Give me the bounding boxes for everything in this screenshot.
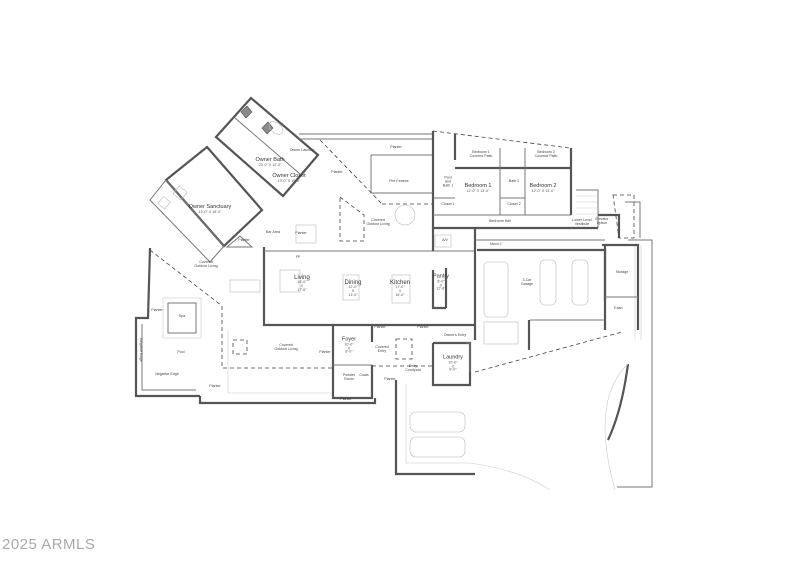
room-bar-area: Bar Area [266, 230, 280, 235]
room-covered-outdoor-living-west: Covered Outdoor Living [194, 260, 218, 268]
room-kitchen: Kitchen 17'-0" X 16'-0" [389, 280, 411, 298]
room-garage: 3-Car Garage [521, 278, 533, 286]
label-negative-edge-west: Negative Edge [138, 338, 143, 362]
room-entry-courtyard: Entry Courtyard [405, 364, 421, 372]
room-owners-entry: Owner's Entry [443, 333, 467, 338]
label-planter: Planter [374, 325, 386, 330]
room-powder-room: Powder Room [342, 373, 356, 381]
room-covered-entry: Covered Entry [375, 345, 389, 353]
label-planter: Planter [151, 308, 163, 313]
label-negative-edge-south: Negative Edge [155, 372, 179, 377]
room-trash: Trash [613, 306, 623, 311]
room-coats: Coats [359, 373, 369, 378]
room-owner-laundry: Owner Laundry [289, 148, 315, 153]
room-bedroom-hall: Bedroom Hall [489, 219, 511, 224]
label-planter: Planter [331, 170, 343, 175]
room-av: A/V [442, 238, 448, 243]
room-storage: Storage [615, 270, 629, 275]
label-planter: Planter [384, 377, 396, 382]
room-bedroom-1: Bedroom 1 12'-0" X 13'-0" [464, 183, 492, 193]
owner-wing [149, 96, 320, 263]
furniture [229, 204, 452, 304]
label-planter: Planter [417, 325, 429, 330]
room-pool-bath-1: Pool and Bath 1 [442, 175, 454, 187]
label-planter: Planter [319, 350, 331, 355]
label-planter: Planter [209, 384, 221, 389]
room-bedroom-2: Bedroom 2 12'-0" X 13'-0" [529, 183, 557, 193]
room-laundry: Laundry 10'-0" X 8'-0" [443, 354, 463, 372]
label-planter: Planter [340, 397, 352, 402]
room-living: Living 16'-0" X 17'-6" [294, 275, 310, 293]
room-foyer: Foyer 10'-0" X 8'-0" [341, 336, 357, 354]
room-bedroom-2-patio: Bedroom 2 Covered Patio [534, 150, 558, 158]
room-owner-closet: Owner Closet 13'-0" X 15'-0" [272, 173, 306, 183]
room-closet-1: Closet 1 [441, 202, 455, 207]
room-pantry: Pantry 8'-0" X 12'-8" [433, 273, 449, 291]
copyright-watermark: 2025 ARMLS [2, 536, 96, 553]
room-bedroom-1-patio: Bedroom 1 Covered Patio [469, 150, 493, 158]
room-bath-2: Bath 2 [508, 179, 520, 184]
room-fire-feature: Fire Feature [389, 179, 409, 184]
label-planter: Planter [295, 231, 307, 236]
room-closet-2: Closet 2 [507, 202, 521, 207]
room-owner-sanctuary: Owner Sanctuary 15'-0" X 16'-0" [188, 204, 232, 214]
room-lower-level-vestibule: Lower Level Vestibule [572, 218, 592, 226]
room-spa: Spa [178, 314, 186, 319]
label-fireplace: FP [295, 255, 301, 260]
label-planter: Planter [238, 238, 250, 243]
room-elevator-option: Elevator Option [595, 217, 609, 225]
room-owner-bath: Owner Bath 23'-0" X 12'-0" [255, 157, 285, 167]
main-walls [134, 130, 653, 491]
room-covered-outdoor-living-south: Covered Outdoor Living [274, 343, 298, 351]
room-pool: Pool [177, 350, 185, 355]
room-covered-outdoor-living-north: Covered Outdoor Living [366, 218, 390, 226]
room-mech-1: Mech 1 [490, 242, 502, 247]
room-dining: Dining 12'-0" X 13'-0" [344, 280, 362, 298]
label-planter: Planter [390, 145, 402, 150]
